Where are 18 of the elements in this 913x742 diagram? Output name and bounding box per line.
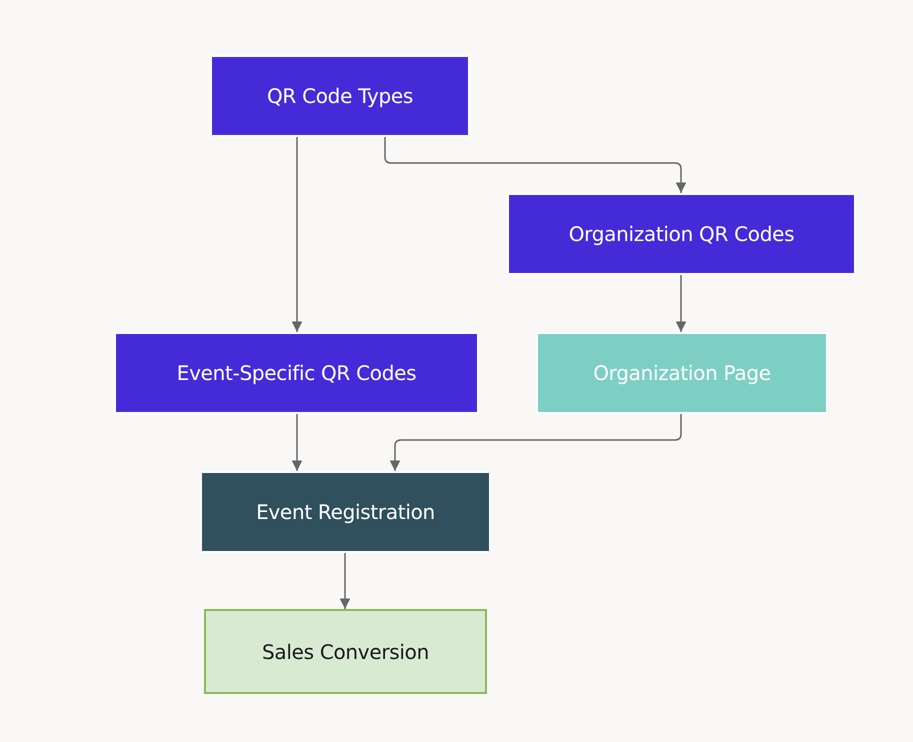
arrow bbox=[384, 137, 686, 193]
node-label: QR Code Types bbox=[266, 84, 413, 108]
process-box bbox=[114, 332, 479, 414]
node-label: Event-Specific QR Codes bbox=[176, 361, 416, 385]
arrow bbox=[292, 137, 302, 332]
node-label: Event Registration bbox=[256, 500, 435, 524]
process-box bbox=[210, 55, 470, 137]
arrow bbox=[292, 414, 302, 471]
process-box bbox=[200, 471, 491, 553]
arrow bbox=[390, 414, 682, 471]
process-box bbox=[204, 609, 487, 694]
node-label: Organization QR Codes bbox=[568, 222, 794, 246]
node-label: Sales Conversion bbox=[262, 640, 429, 664]
process-box bbox=[536, 332, 828, 414]
node-label: Organization Page bbox=[593, 361, 771, 385]
process-box bbox=[507, 193, 856, 275]
arrow bbox=[676, 275, 686, 332]
arrow bbox=[340, 553, 350, 609]
